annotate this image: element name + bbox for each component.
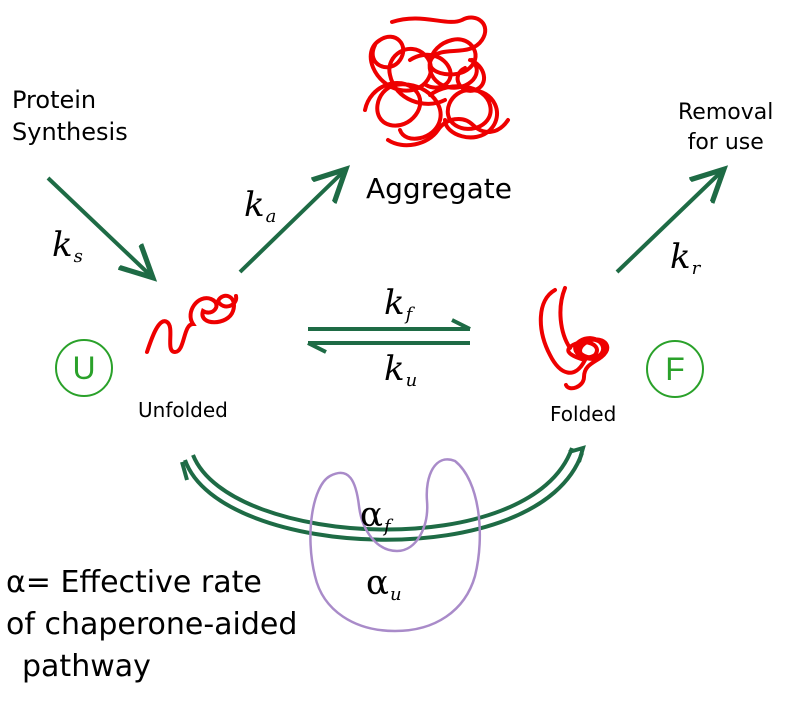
rate-kf: kf — [384, 286, 412, 324]
folding-forward-arrowhead — [451, 318, 471, 331]
rate-kr-subscript: r — [691, 258, 701, 279]
rate-ku-symbol: k — [384, 349, 405, 389]
rate-ku: ku — [384, 352, 417, 390]
alpha-legend-line3: pathway — [22, 649, 151, 684]
removal-label: Removal for use — [678, 98, 773, 158]
chaperone-arrow — [180, 445, 586, 542]
rate-ks-symbol: k — [52, 225, 73, 265]
synthesis-arrow — [46, 176, 150, 275]
folded-label: Folded — [550, 402, 617, 426]
rate-alpha-f: αf — [360, 498, 391, 536]
rate-ka-symbol: k — [244, 185, 265, 225]
rate-kf-subscript: f — [405, 304, 413, 325]
aggregation-arrow — [238, 172, 343, 274]
alpha-legend-line2: of chaperone-aided — [6, 607, 298, 642]
rate-ks: ks — [52, 228, 83, 266]
chaperone-outline — [309, 458, 482, 633]
folded-protein — [538, 286, 610, 391]
aggregate-scribble — [363, 15, 510, 148]
protein-synthesis-label: Protein Synthesis — [12, 84, 128, 148]
rate-kr-symbol: k — [670, 237, 691, 277]
rate-alpha-u-symbol: α — [366, 563, 389, 603]
rate-alpha-f-symbol: α — [360, 495, 383, 535]
rate-ku-subscript: u — [405, 370, 418, 391]
rate-ka-subscript: a — [265, 206, 277, 227]
rate-kf-symbol: k — [384, 283, 405, 323]
state-f-circle: F — [646, 340, 704, 398]
protein-synthesis-line2: Synthesis — [12, 118, 128, 146]
unfolded-protein — [145, 293, 239, 355]
alpha-legend: α= Effective rate of chaperone-aided pat… — [6, 562, 297, 688]
protein-synthesis-line1: Protein — [12, 86, 97, 114]
rate-alpha-f-subscript: f — [383, 516, 391, 537]
aggregate-label: Aggregate — [366, 172, 512, 205]
rate-alpha-u-subscript: u — [389, 584, 402, 605]
unfolded-label: Unfolded — [138, 398, 228, 422]
removal-arrow — [615, 172, 721, 274]
rate-ks-subscript: s — [73, 246, 83, 267]
alpha-legend-line1: α= Effective rate — [6, 565, 262, 600]
rate-kr: kr — [670, 240, 700, 278]
rate-ka: ka — [244, 188, 276, 226]
unfolding-reverse-arrowhead — [307, 341, 327, 354]
rate-alpha-u: αu — [366, 566, 402, 604]
removal-line1: Removal — [678, 100, 774, 125]
state-u-circle: U — [55, 339, 113, 397]
removal-line2: for use — [687, 130, 764, 155]
